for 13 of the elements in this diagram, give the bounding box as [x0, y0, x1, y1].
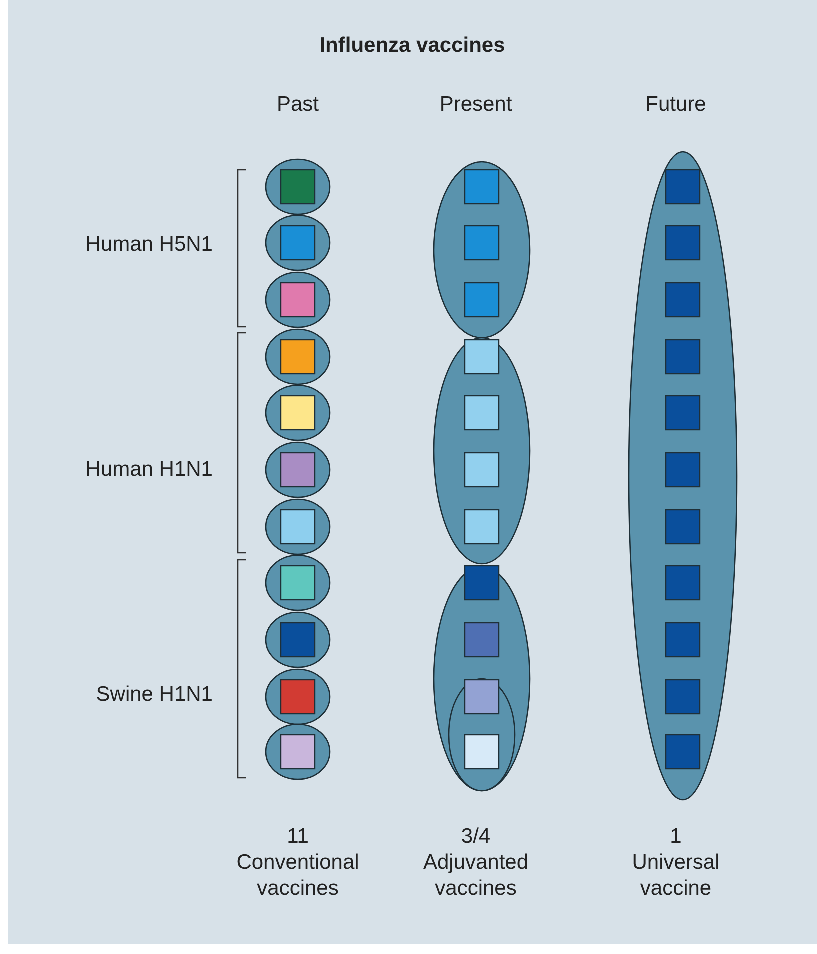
- column-heading: Past: [276, 92, 320, 118]
- row-label: Human H1N1: [84, 457, 213, 483]
- column-caption: Conventional vaccines: [236, 850, 360, 902]
- row-label: Swine H1N1: [95, 682, 213, 708]
- column-caption: Universal vaccine: [631, 850, 721, 902]
- column-caption: 11: [286, 824, 310, 850]
- column-caption: Adjuvanted vaccines: [422, 850, 530, 902]
- column-caption: 3/4: [460, 824, 492, 850]
- row-label: Human H5N1: [84, 232, 213, 258]
- diagram-title: Influenza vaccines: [318, 34, 506, 58]
- column-caption: 1: [669, 824, 683, 850]
- column-heading: Present: [438, 92, 514, 118]
- column-heading: Future: [644, 92, 708, 118]
